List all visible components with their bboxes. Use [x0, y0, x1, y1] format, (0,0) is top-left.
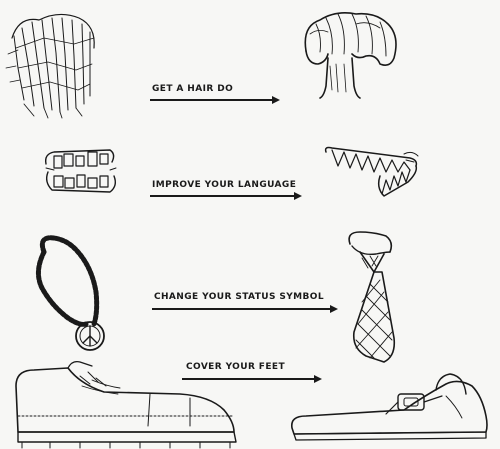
caption-cover-your-feet: COVER YOUR FEET: [186, 362, 285, 372]
arrow-head-status: [330, 305, 338, 313]
caption-improve-your-language: IMPROVE YOUR LANGUAGE: [152, 180, 296, 190]
peace-medallion-drawing: [28, 232, 128, 362]
messy-hair-drawing: [4, 8, 104, 118]
sandal-drawing: [286, 366, 496, 442]
caption-change-your-status-symbol: CHANGE YOUR STATUS SYMBOL: [154, 292, 324, 302]
arrow-line-status: [152, 308, 332, 310]
arrow-line-language: [150, 195, 296, 197]
crooked-teeth-drawing: [40, 140, 120, 210]
arrow-head-hair: [272, 96, 280, 104]
arrow-line-hair: [150, 99, 274, 101]
styled-hair-drawing: [296, 6, 406, 106]
caption-get-a-hair-do: GET A HAIR DO: [152, 84, 233, 94]
arrow-head-language: [294, 192, 302, 200]
necktie-drawing: [340, 228, 410, 368]
sharp-teeth-drawing: [322, 142, 422, 212]
